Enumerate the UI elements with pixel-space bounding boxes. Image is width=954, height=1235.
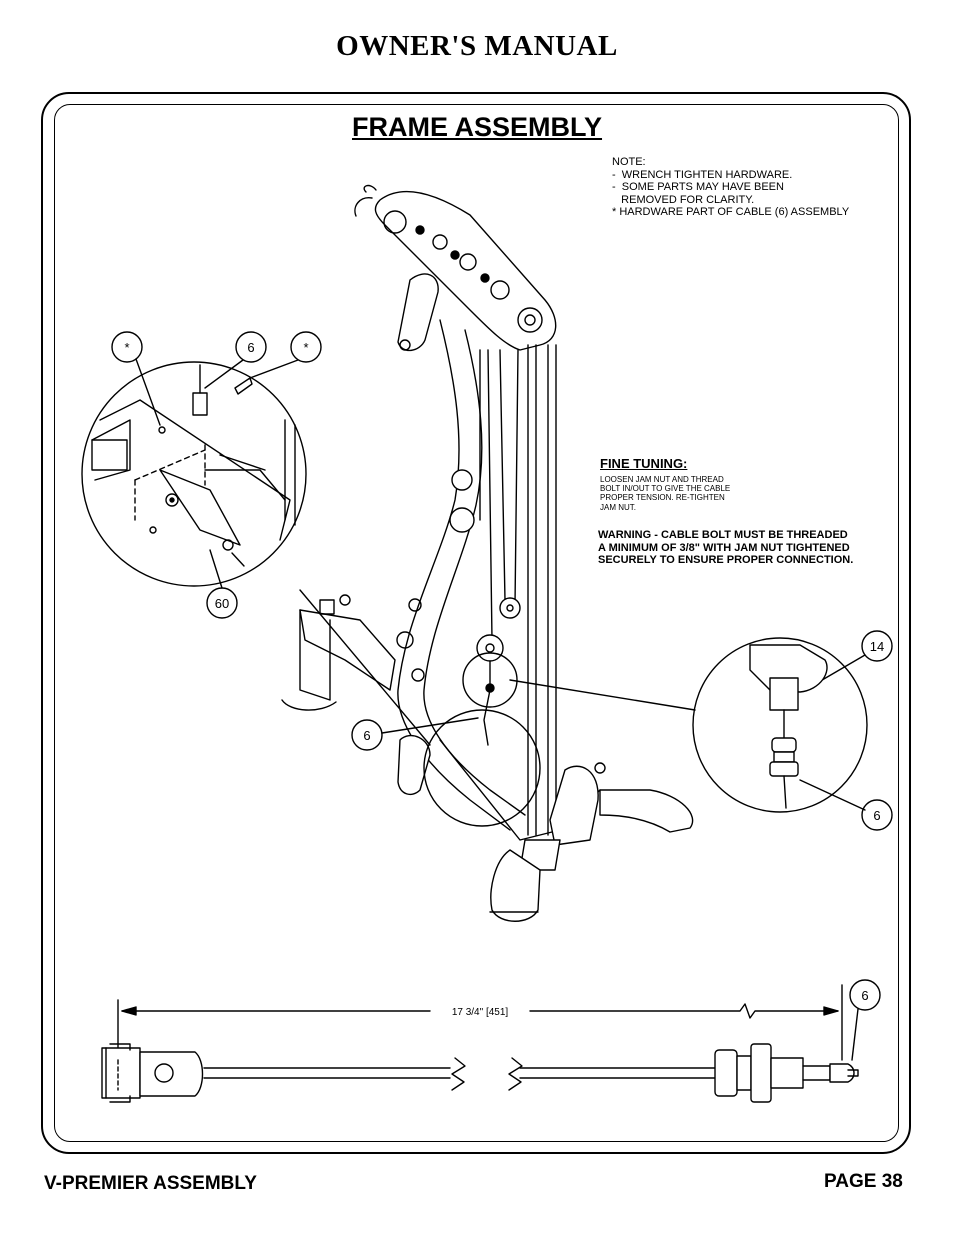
- left-detail-view: [81, 361, 307, 587]
- callout-six-right: [861, 799, 893, 831]
- note-line: - WRENCH TIGHTEN HARDWARE.: [612, 168, 793, 181]
- fine-tuning-line: PROPER TENSION. RE-TIGHTEN: [600, 493, 725, 503]
- inner-border: [54, 104, 899, 1142]
- cable-dimension-drawing: [101, 984, 859, 1103]
- fine-tuning-line: LOOSEN JAM NUT AND THREAD: [600, 475, 724, 484]
- callout-balloons: [111, 331, 893, 1061]
- fine-tuning-body: LOOSEN JAM NUT AND THREAD BOLT IN/OUT TO…: [600, 475, 770, 512]
- callout-six-cable: [849, 979, 881, 1011]
- note-line: REMOVED FOR CLARITY.: [612, 193, 755, 206]
- callout-six-mid: [351, 719, 383, 751]
- callout-star-left: [111, 331, 143, 363]
- fine-tuning-title: FINE TUNING:: [600, 456, 688, 471]
- outer-border: [41, 92, 911, 1154]
- callout-star-right-label: *: [303, 340, 308, 355]
- note-line: NOTE:: [612, 156, 646, 168]
- callout-star-right: [290, 331, 322, 363]
- page-title: OWNER'S MANUAL: [336, 30, 618, 62]
- footer-page-number: PAGE 38: [824, 1171, 903, 1192]
- fine-tuning-line: BOLT IN/OUT TO GIVE THE CABLE: [600, 484, 731, 494]
- callout-six-cable-label: 6: [861, 988, 868, 1003]
- callout-sixty-label: 60: [215, 596, 229, 611]
- callout-six-right-label: 6: [873, 808, 880, 823]
- fine-tuning-line: JAM NUT.: [600, 502, 636, 512]
- cable-length-dimension: 17 3/4" [451]: [452, 1007, 509, 1018]
- note-line: * HARDWARE PART OF CABLE (6) ASSEMBLY: [612, 206, 850, 218]
- warning-line: SECURELY TO ENSURE PROPER CONNECTION.: [598, 554, 854, 566]
- machine-frame-drawing: [281, 184, 694, 922]
- warning-line: WARNING - CABLE BOLT MUST BE THREADED: [598, 529, 848, 541]
- warning-text: WARNING - CABLE BOLT MUST BE THREADED A …: [598, 529, 898, 567]
- callout-star-left-label: *: [124, 340, 129, 355]
- warning-line: A MINIMUM OF 3/8" WITH JAM NUT TIGHTENED: [598, 541, 850, 554]
- section-title: FRAME ASSEMBLY: [352, 112, 603, 142]
- callout-six-mid-label: 6: [363, 728, 370, 743]
- footer-assembly-name: V-PREMIER ASSEMBLY: [44, 1173, 257, 1194]
- callout-fourteen-label: 14: [870, 639, 884, 654]
- right-detail-view: [423, 637, 868, 827]
- callout-fourteen: [861, 630, 893, 662]
- callout-six-top: [235, 331, 267, 363]
- callout-six-top-label: 6: [247, 340, 254, 355]
- assembly-note: NOTE: - WRENCH TIGHTEN HARDWARE. - SOME …: [612, 156, 849, 219]
- note-line: - SOME PARTS MAY HAVE BEEN: [612, 181, 784, 193]
